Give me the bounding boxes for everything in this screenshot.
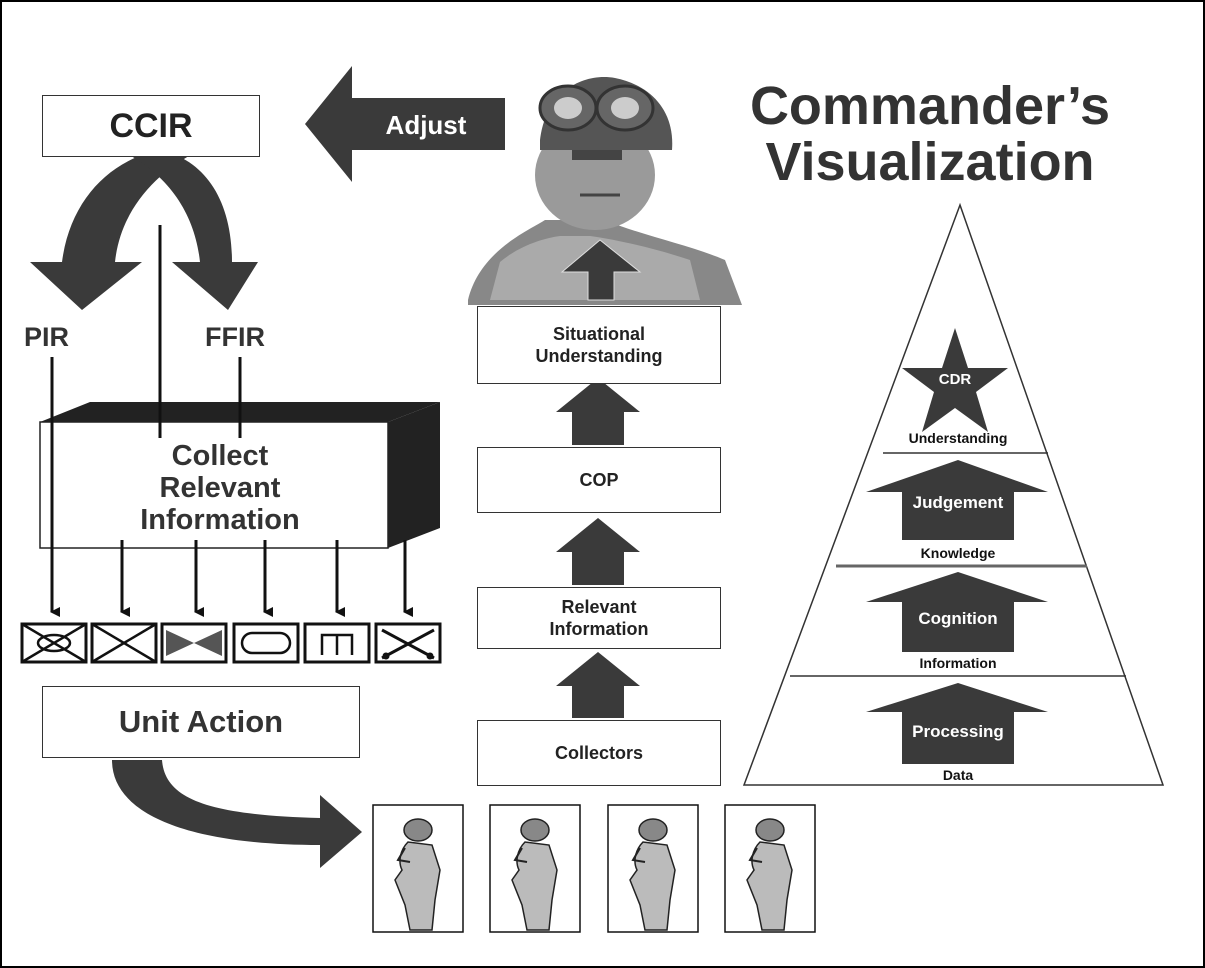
collect-label: Collect Relevant Information (90, 440, 350, 536)
cop-label: COP (579, 469, 619, 490)
cognition-label: Cognition (918, 609, 997, 628)
collectors-box: Collectors (477, 720, 721, 786)
ccir-left-arrow-icon (30, 150, 200, 310)
unit-action-curved-arrow (112, 760, 362, 868)
relevant-line-1: Relevant (561, 597, 637, 617)
collectors-label: Collectors (554, 742, 644, 763)
processing-label: Processing (912, 722, 1004, 741)
up-arrow-icon (560, 239, 642, 301)
armor-unit-icon (160, 622, 228, 664)
up-arrow-icon (556, 378, 640, 445)
relevant-information-box: Relevant Information (477, 587, 721, 649)
cognition-arrow-icon (866, 572, 1048, 652)
knowledge-label: Knowledge (921, 545, 996, 561)
pir-label: PIR (24, 322, 70, 352)
infantry-icon (90, 622, 158, 664)
collect-line-1: Collect (171, 440, 269, 472)
collect-box-front (39, 421, 389, 549)
signal-unit-icon (374, 622, 442, 664)
engineer-icon (303, 622, 371, 664)
ccir-right-arrow-icon (120, 150, 258, 310)
up-arrow-icon (556, 652, 640, 718)
soldier-radio-icon (607, 804, 699, 933)
ffir-label: FFIR (205, 322, 265, 352)
situational-line-1: Situational (552, 324, 645, 344)
situational-line-2: Understanding (535, 346, 663, 366)
adjust-arrow (305, 66, 505, 182)
soldier-radio-icon (489, 804, 581, 933)
relevant-line-2: Information (549, 619, 649, 639)
adjust-label: Adjust (386, 110, 467, 140)
data-label: Data (943, 767, 974, 783)
up-arrow-icon (556, 518, 640, 585)
information-label: Information (920, 655, 997, 671)
infantry-icon (20, 622, 88, 664)
situational-understanding-box: Situational Understanding (477, 306, 721, 384)
soldier-radio-icon (724, 804, 816, 933)
armored-recon-icon (232, 622, 300, 664)
title-line-2: Visualization (765, 132, 1095, 192)
cop-box: COP (477, 447, 721, 513)
unit-action-box: Unit Action (42, 686, 360, 758)
cdr-star-icon (902, 328, 1008, 432)
ccir-label: CCIR (109, 106, 193, 145)
soldier-radio-icon (372, 804, 464, 933)
page-title: Commander’s Visualization (700, 78, 1160, 190)
collect-line-2: Relevant (159, 472, 281, 504)
unit-action-label: Unit Action (118, 704, 284, 739)
ccir-box: CCIR (42, 95, 260, 157)
collect-box-side (388, 402, 440, 548)
understanding-label: Understanding (909, 430, 1008, 446)
processing-arrow-icon (866, 683, 1048, 764)
collect-line-3: Information (140, 504, 300, 536)
cdr-star-label: CDR (939, 371, 972, 388)
judgement-label: Judgement (913, 493, 1004, 512)
judgement-arrow-icon (866, 460, 1048, 540)
title-line-1: Commander’s (749, 76, 1111, 136)
